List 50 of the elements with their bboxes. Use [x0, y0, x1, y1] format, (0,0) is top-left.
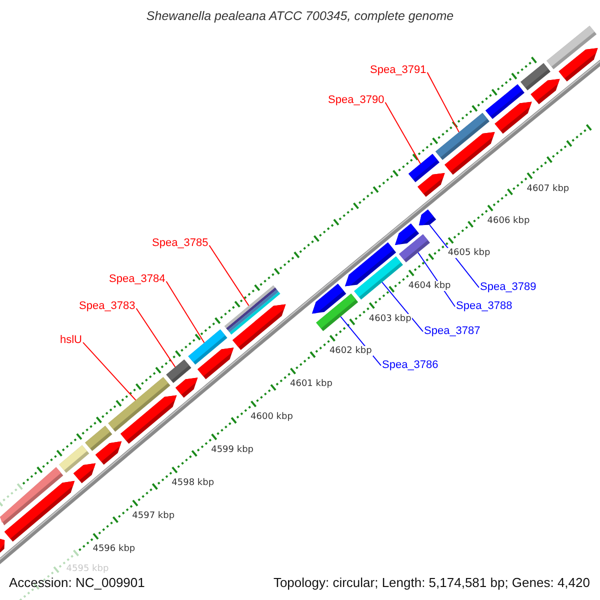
scale-label: 4596 kbp [92, 544, 136, 554]
gene-label: Spea_3787 [424, 325, 480, 337]
scale-label: 4607 kbp [526, 184, 570, 194]
gene-bar [224, 285, 280, 335]
gene-block [232, 304, 286, 350]
gene-label: Spea_3790 [328, 94, 384, 106]
gene-block [95, 441, 122, 465]
gene-label: hslU [60, 334, 82, 346]
genome-summary: Topology: circular; Length: 5,174,581 bp; Genes: 4,420 [273, 575, 590, 590]
accession-text: Accession: NC_009901 [9, 575, 145, 590]
gene-block [530, 78, 560, 104]
gene-label: Spea_3791 [370, 64, 426, 76]
scale-label: 4603 kbp [368, 314, 412, 324]
leader-line [166, 280, 205, 344]
leader-line [82, 342, 136, 401]
scale-label: 4598 kbp [170, 478, 216, 488]
gene-bar [399, 234, 430, 262]
gene-block [176, 378, 198, 398]
leader-line [208, 244, 250, 306]
leader-line [426, 72, 460, 133]
leader-line [382, 282, 424, 332]
scale-label: 4606 kbp [486, 216, 531, 226]
scale-label: 4605 kbp [446, 248, 492, 258]
gene-block [0, 538, 5, 553]
gene-label: Spea_3788 [456, 300, 512, 312]
gene-label: Spea_3783 [79, 300, 136, 312]
gene-block [418, 173, 445, 197]
gene-label: Spea_3789 [480, 281, 536, 293]
title: Shewanella pealeana ATCC 700345, complete genome [145, 10, 455, 22]
gene-block [494, 102, 532, 134]
gene-label: Spea_3785 [152, 237, 208, 249]
gene-block [120, 395, 177, 444]
gene-block [4, 480, 75, 542]
gene-block [419, 210, 436, 226]
scale-label: 4604 kbp [407, 280, 452, 291]
leader-line [384, 102, 421, 164]
gene-block [558, 48, 598, 82]
gene-bar [316, 294, 358, 332]
scale-label: 4597 kbp [131, 511, 176, 522]
gene-bar [354, 256, 403, 300]
scale-label: 4600 kbp [250, 412, 294, 422]
gene-block [444, 132, 495, 175]
gene-label: Spea_3784 [109, 273, 166, 285]
scale-label: 4602 kbp [328, 346, 373, 356]
gene-label: Spea_3786 [382, 359, 438, 371]
scale-label: 4601 kbp [289, 379, 334, 390]
gene-block [73, 463, 96, 484]
leader-line [136, 308, 176, 368]
scale-label: 4599 kbp [210, 444, 254, 455]
gene-block [198, 348, 234, 380]
